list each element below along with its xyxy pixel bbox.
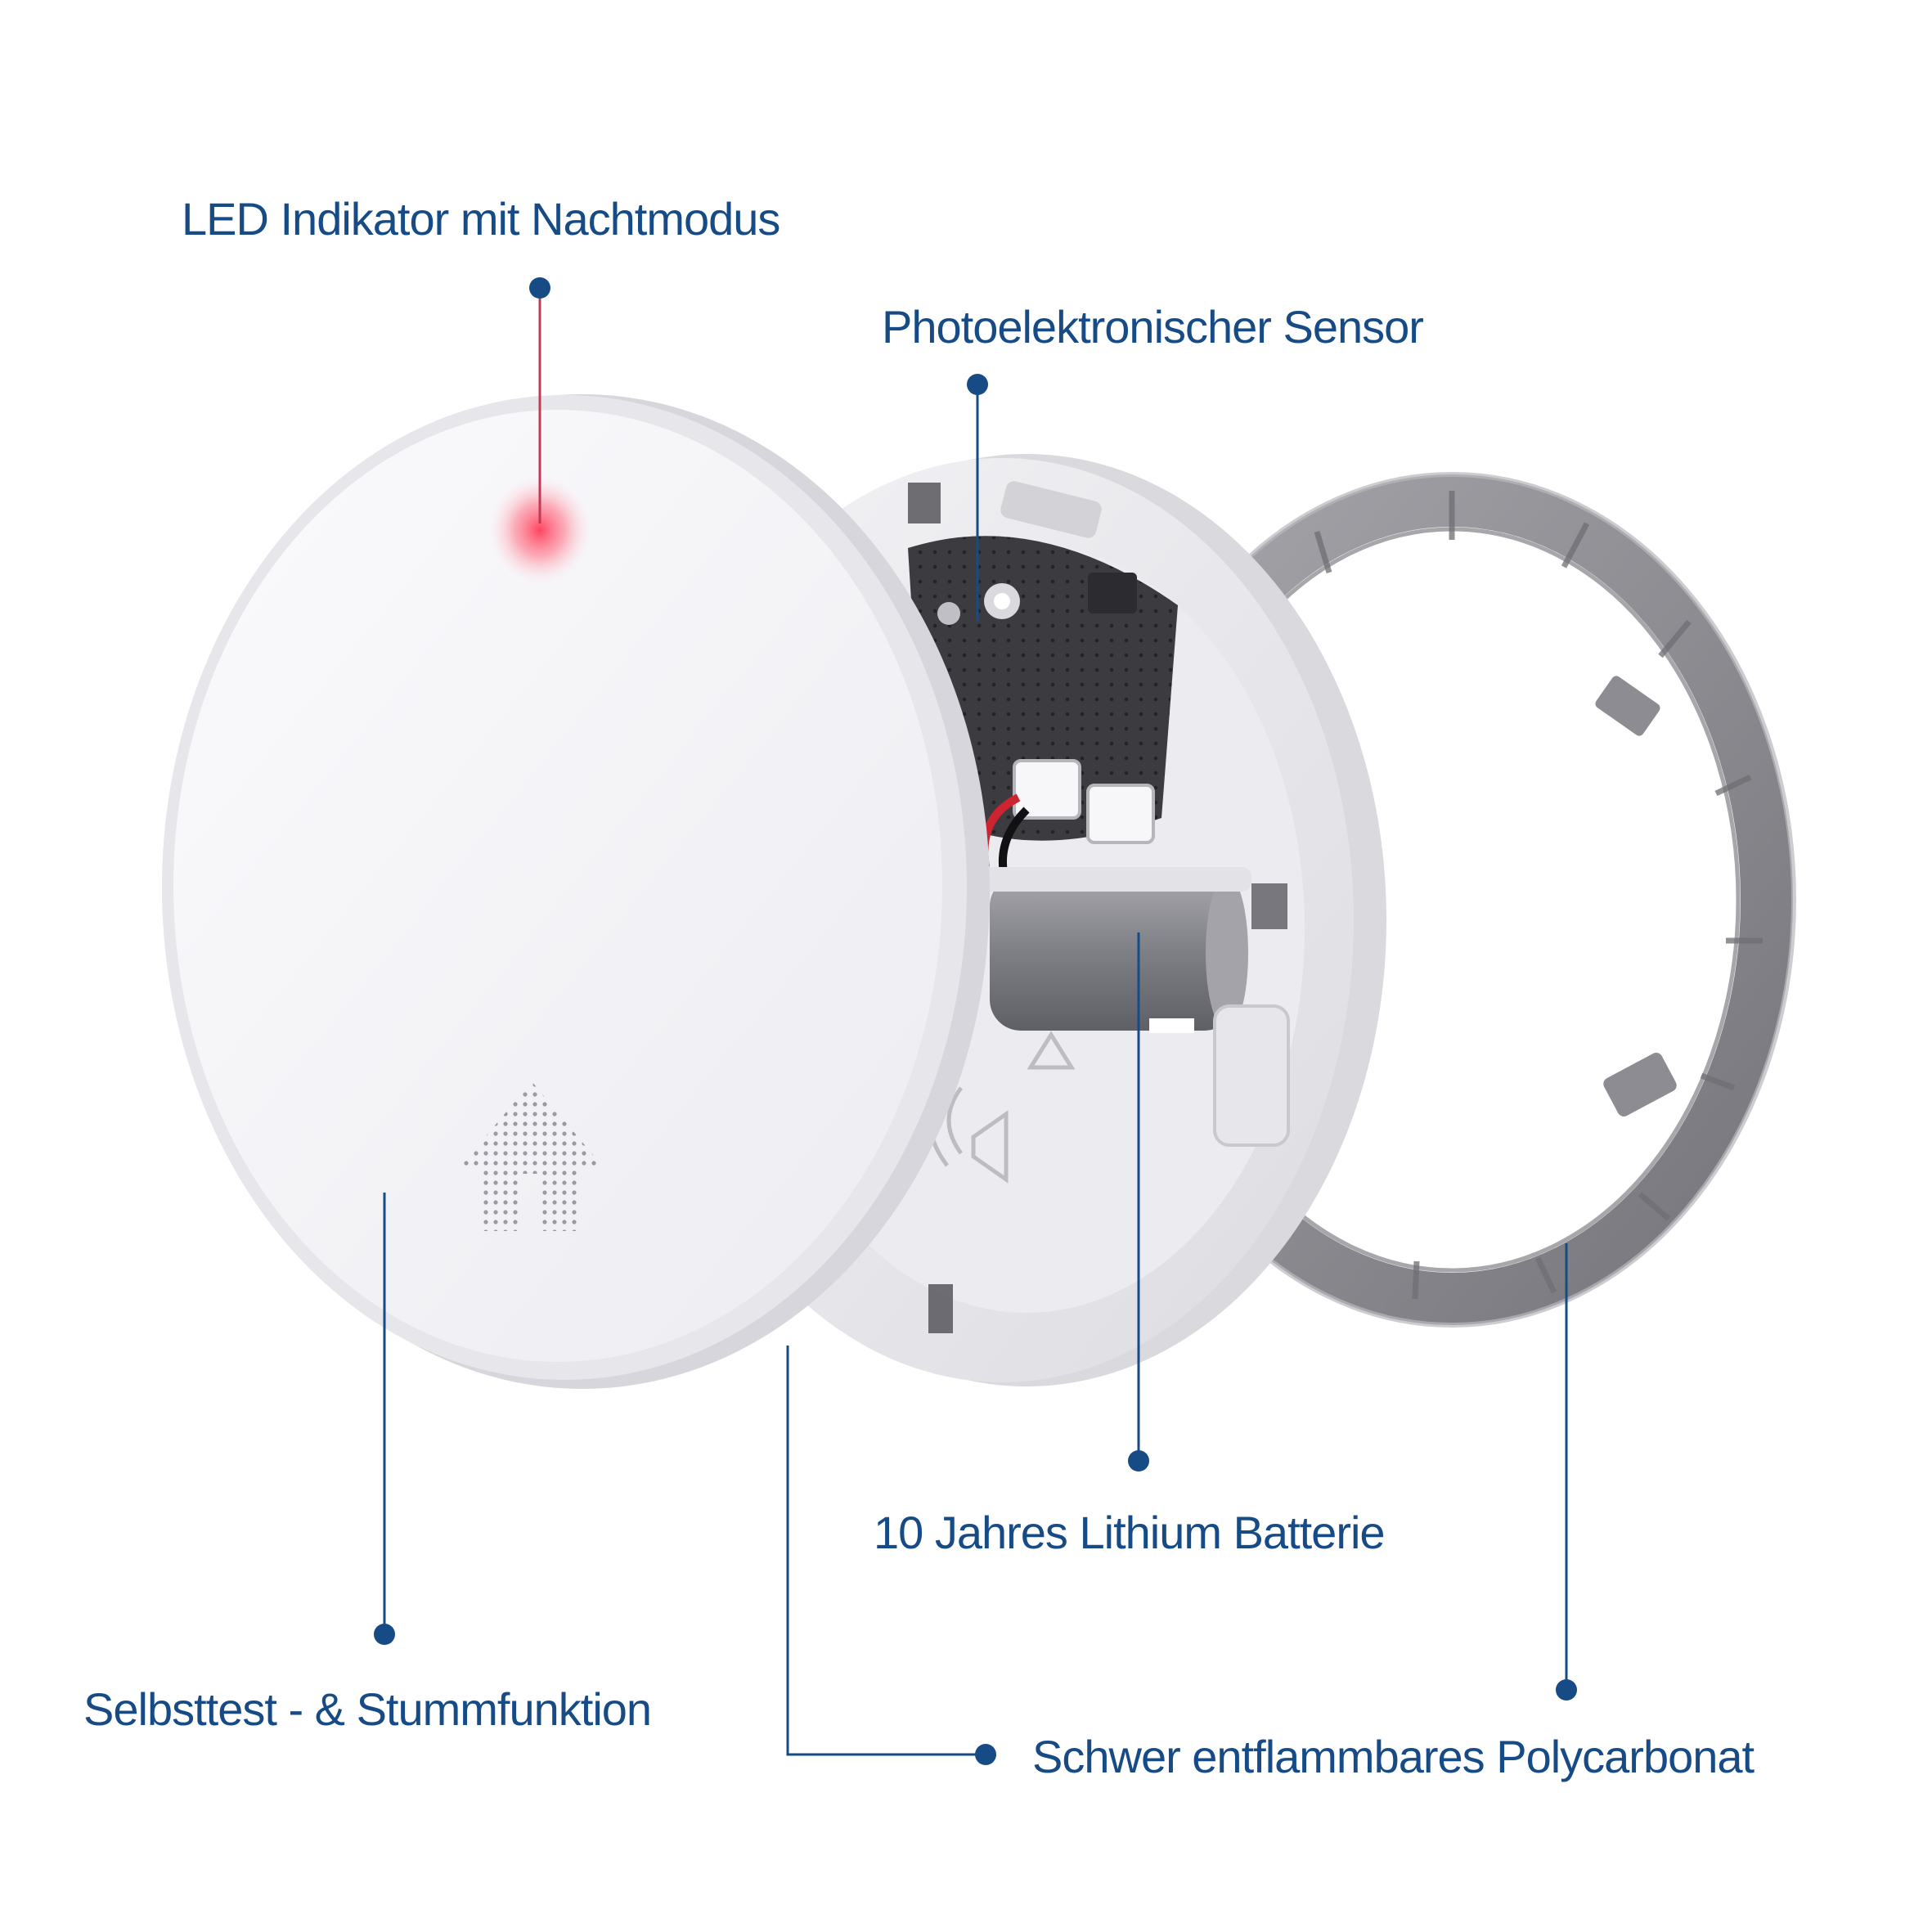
- dot-marker-icon: [374, 1624, 395, 1645]
- callout-label-battery: 10 Jahres Lithium Batterie: [874, 1507, 1386, 1558]
- speaker-icon: [971, 1110, 1009, 1184]
- lithium-battery: [982, 867, 1251, 1031]
- callout-line-polycarbonate: [786, 1346, 986, 1756]
- callout-label-sensor: Photoelektronischer Sensor: [882, 301, 1424, 353]
- house-icon[interactable]: [458, 1081, 605, 1231]
- led-indicator: [484, 471, 595, 589]
- callout-label-polycarbonate: Schwer entflammbares Polycarbonat: [1032, 1731, 1755, 1782]
- recycle-icon: [1027, 1031, 1076, 1070]
- dot-marker-icon: [1128, 1450, 1149, 1471]
- dot-marker-icon: [975, 1744, 996, 1765]
- front-cover: [162, 394, 990, 1389]
- callout-dots: [374, 277, 1577, 1765]
- callout-label-selftest: Selbsttest - & Stummfunktion: [83, 1683, 652, 1735]
- dot-marker-icon: [967, 374, 988, 395]
- dot-marker-icon: [1556, 1679, 1577, 1701]
- dot-marker-icon: [529, 277, 550, 299]
- callout-lines: [383, 288, 1568, 1756]
- callout-label-led: LED Indikator mit Nachtmodus: [182, 193, 780, 245]
